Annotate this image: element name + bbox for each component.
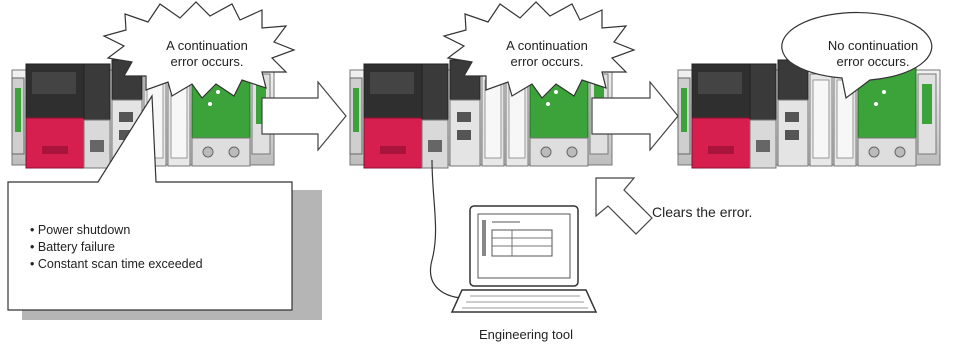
causes-list: Power shutdown Battery failure Constant … <box>30 222 280 273</box>
connection-cable <box>429 159 473 299</box>
engineering-tool-label: Engineering tool <box>479 327 573 342</box>
cause-item: Constant scan time exceeded <box>30 256 280 273</box>
speech-bubble-right <box>781 11 933 100</box>
arrow-right-1 <box>261 80 347 152</box>
burst-left-text: A continuation error occurs. <box>166 38 248 69</box>
cause-item: Power shutdown <box>30 222 280 239</box>
laptop-icon <box>450 205 598 313</box>
cause-item: Battery failure <box>30 239 280 256</box>
bubble-right-text: No continuation error occurs. <box>827 38 919 69</box>
burst-balloon-left <box>102 1 296 99</box>
plc-rack-right <box>677 59 941 169</box>
clear-error-arrow <box>595 177 653 235</box>
clear-error-label: Clears the error. <box>652 204 753 220</box>
burst-middle-text: A continuation error occurs. <box>506 38 588 69</box>
burst-balloon-middle <box>442 1 636 99</box>
arrow-right-2 <box>591 80 679 152</box>
